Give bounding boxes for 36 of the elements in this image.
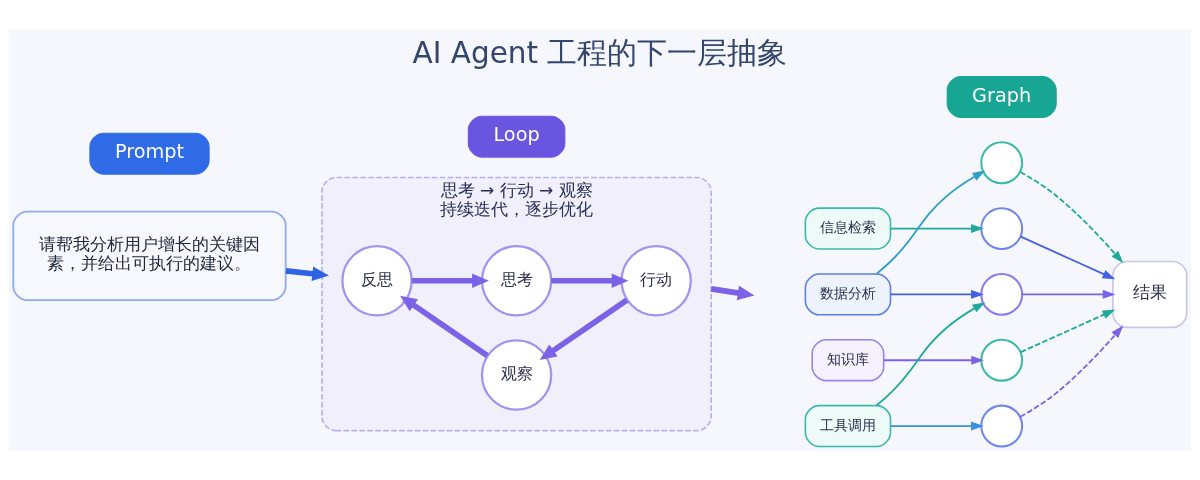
node-box: 结果 [1112, 260, 1188, 328]
node-box: Prompt [89, 132, 210, 175]
node-circle: 思考 [480, 244, 553, 317]
node-circle [980, 272, 1024, 316]
arrow [551, 272, 629, 288]
node-circle: 观察 [480, 338, 553, 411]
arrow [400, 295, 489, 358]
arrow [539, 297, 629, 360]
node-circle: 行动 [620, 244, 692, 317]
arrow [1019, 308, 1116, 353]
node-box: Graph [946, 75, 1057, 118]
node-box: 数据分析 [804, 272, 892, 316]
diagram-title: AI Agent 工程的下一层抽象 [412, 35, 788, 70]
arrow [875, 170, 986, 275]
arrow [1019, 170, 1124, 263]
arrow [889, 289, 984, 299]
arrow [1019, 235, 1116, 279]
node-box: 请帮我分析用户增长的关键因素，并给出可执行的建议。 [12, 210, 287, 301]
node-circle [980, 338, 1024, 382]
arrow [285, 265, 329, 281]
arrow [1021, 289, 1116, 299]
arrow [889, 223, 984, 233]
arrow [710, 285, 755, 300]
arrow [411, 272, 489, 288]
node-box: 知识库 [811, 338, 885, 381]
node-circle [980, 140, 1024, 184]
node-circle: 反思 [341, 244, 413, 317]
arrow [875, 301, 986, 406]
node-circle [980, 404, 1024, 447]
node-circle [980, 206, 1024, 250]
arrow [882, 355, 984, 365]
node-box: 信息检索 [804, 206, 892, 250]
arrow [889, 421, 984, 430]
node-box: Loop [467, 115, 566, 158]
node-box: 工具调用 [804, 404, 892, 447]
arrow [1019, 325, 1124, 418]
